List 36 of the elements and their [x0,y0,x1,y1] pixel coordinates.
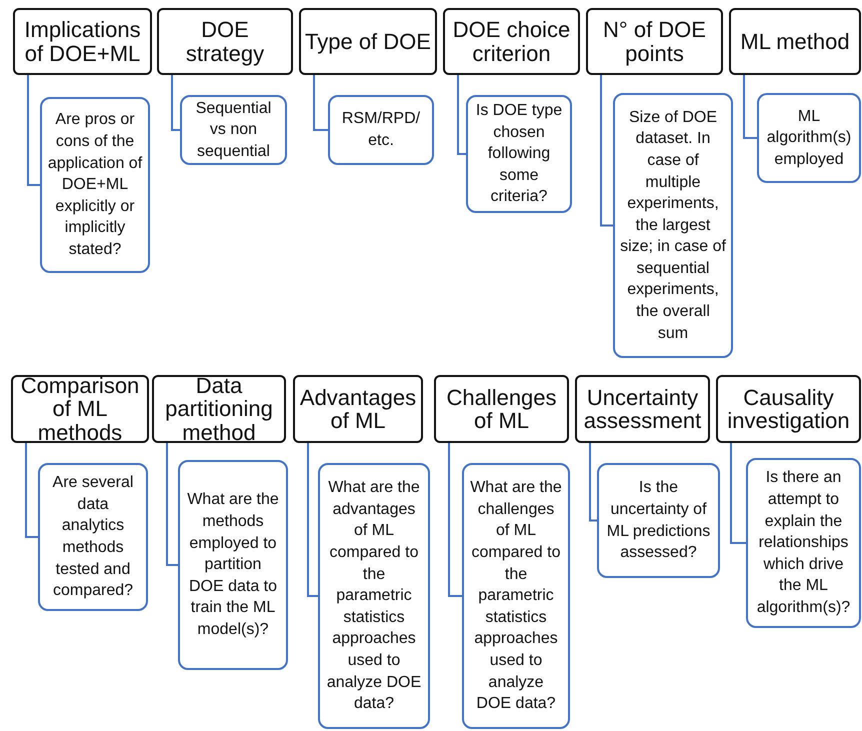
question-box: Are several data analytics methods tested and compared? [38,463,148,611]
question-box: Sequential vs non sequential [180,95,287,165]
connector-line [457,75,466,155]
category-box: Implications of DOE+ML [13,8,152,75]
question-box: Is DOE type chosen following some criteria? [466,95,572,213]
connector-line [166,443,178,566]
question-box: What are the methods employed to partition DOE data to train the ML model(s)? [178,460,288,670]
question-box: Size of DOE dataset. In case of multiple experiments, the largest size; in case of sequential experiments, the overall sum [613,93,733,358]
connector-line [171,75,180,131]
question-box: What are the challenges of ML compared to the parametric statistics approaches used to analyze DOE data? [462,463,570,729]
connector-line [730,443,746,544]
category-box: Comparison of ML methods [11,375,149,443]
connector-line [589,443,597,522]
connector-line [743,75,757,139]
category-box: Challenges of ML [434,375,569,443]
connector-line [307,443,318,597]
category-box: ML method [729,8,861,75]
category-box: Data partitioning method [152,375,286,443]
category-box: DOE choice criterion [443,8,580,75]
category-box: Advantages of ML [293,375,423,443]
question-box: Is there an attempt to explain the relationships which drive the ML algorithm(s)? [746,458,861,628]
category-box: Type of DOE [299,8,437,75]
connector-line [313,75,328,131]
question-box: ML algorithm(s) employed [757,93,861,183]
category-box: DOE strategy [157,8,293,75]
connector-line [600,75,613,226]
category-box: Causality investigation [716,375,861,443]
category-box: Uncertainty assessment [575,375,710,443]
question-box: RSM/RPD/ etc. [328,95,434,165]
connector-line [27,75,40,186]
question-box: Are pros or cons of the application of DOE+ML explicitly or implicitly stated? [40,97,150,273]
question-box: Is the uncertainty of ML predictions assessed? [597,463,720,578]
question-box: What are the advantages of ML compared to the parametric statistics approaches used to analyze DOE data? [318,463,430,729]
category-box: N° of DOE points [586,8,723,75]
connector-line [25,443,38,538]
connector-line [448,443,462,597]
